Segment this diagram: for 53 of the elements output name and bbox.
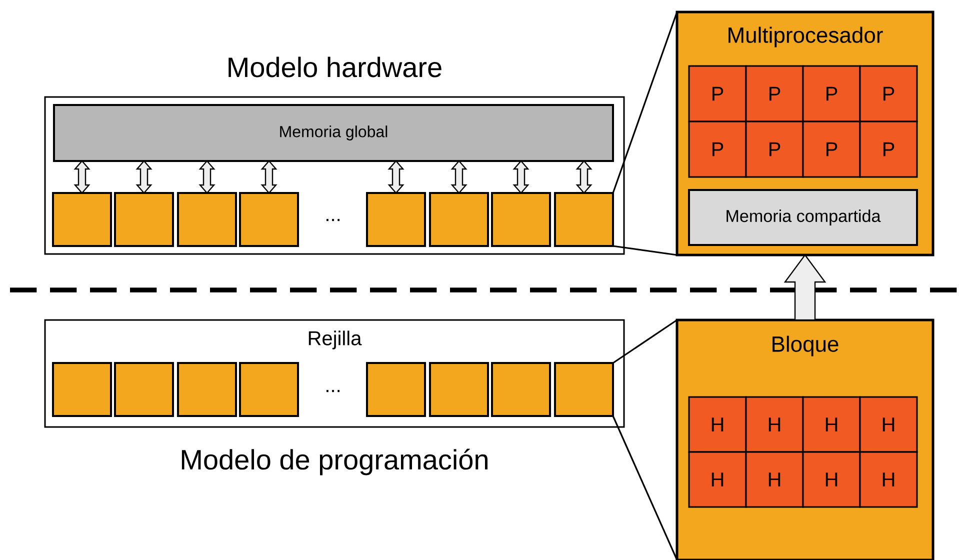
arrow [450, 160, 468, 194]
thread-cell: H [688, 396, 747, 453]
processor-cell: P [802, 65, 861, 122]
zoom-line [612, 416, 678, 560]
processor-cell: P [745, 65, 804, 122]
block-box [366, 362, 426, 417]
processor-box [554, 192, 614, 247]
thread-cell: H [859, 451, 918, 508]
ellipsis: ... [326, 218, 340, 222]
processor-box [366, 192, 426, 247]
processor-box [177, 192, 237, 247]
zoom-line [612, 245, 678, 256]
arrow [260, 160, 278, 194]
processor-cell: P [688, 120, 747, 178]
processor-cell: P [745, 120, 804, 178]
zoom-line [612, 319, 678, 364]
panel-title: Modelo hardware [228, 56, 442, 78]
processor-cell: P [859, 65, 918, 122]
thread-cell: H [688, 451, 747, 508]
processor-cell: P [859, 120, 918, 178]
block-box [239, 362, 299, 417]
thread-cell: H [859, 396, 918, 453]
zoom-line [612, 12, 678, 194]
global-memory-box: Memoria global [53, 104, 614, 162]
panel-title: Multiprocesador [728, 26, 883, 48]
arrow [198, 160, 216, 194]
panel-title: Modelo de programación [182, 448, 488, 476]
processor-box [429, 192, 489, 247]
block-box [554, 362, 614, 417]
processor-box [114, 192, 174, 247]
thread-cell: H [745, 451, 804, 508]
processor-box [52, 192, 112, 247]
thread-cell: H [745, 396, 804, 453]
ellipsis: ... [326, 390, 340, 392]
thread-cell: H [802, 396, 861, 453]
thread-cell: H [802, 451, 861, 508]
block-box [114, 362, 174, 417]
processor-box [491, 192, 551, 247]
processor-box [239, 192, 299, 247]
panel-title: Bloque [772, 336, 838, 356]
panel-title: Rejilla [308, 330, 362, 350]
arrow [512, 160, 530, 194]
arrow [74, 160, 90, 194]
processor-cell: P [688, 65, 747, 122]
arrow [136, 160, 152, 194]
arrow [388, 160, 404, 194]
block-box [177, 362, 237, 417]
block-box [52, 362, 112, 417]
shared-memory-box: Memoria compartida [688, 189, 918, 246]
arrow [576, 160, 592, 194]
block-box [491, 362, 551, 417]
block-box [429, 362, 489, 417]
processor-cell: P [802, 120, 861, 178]
